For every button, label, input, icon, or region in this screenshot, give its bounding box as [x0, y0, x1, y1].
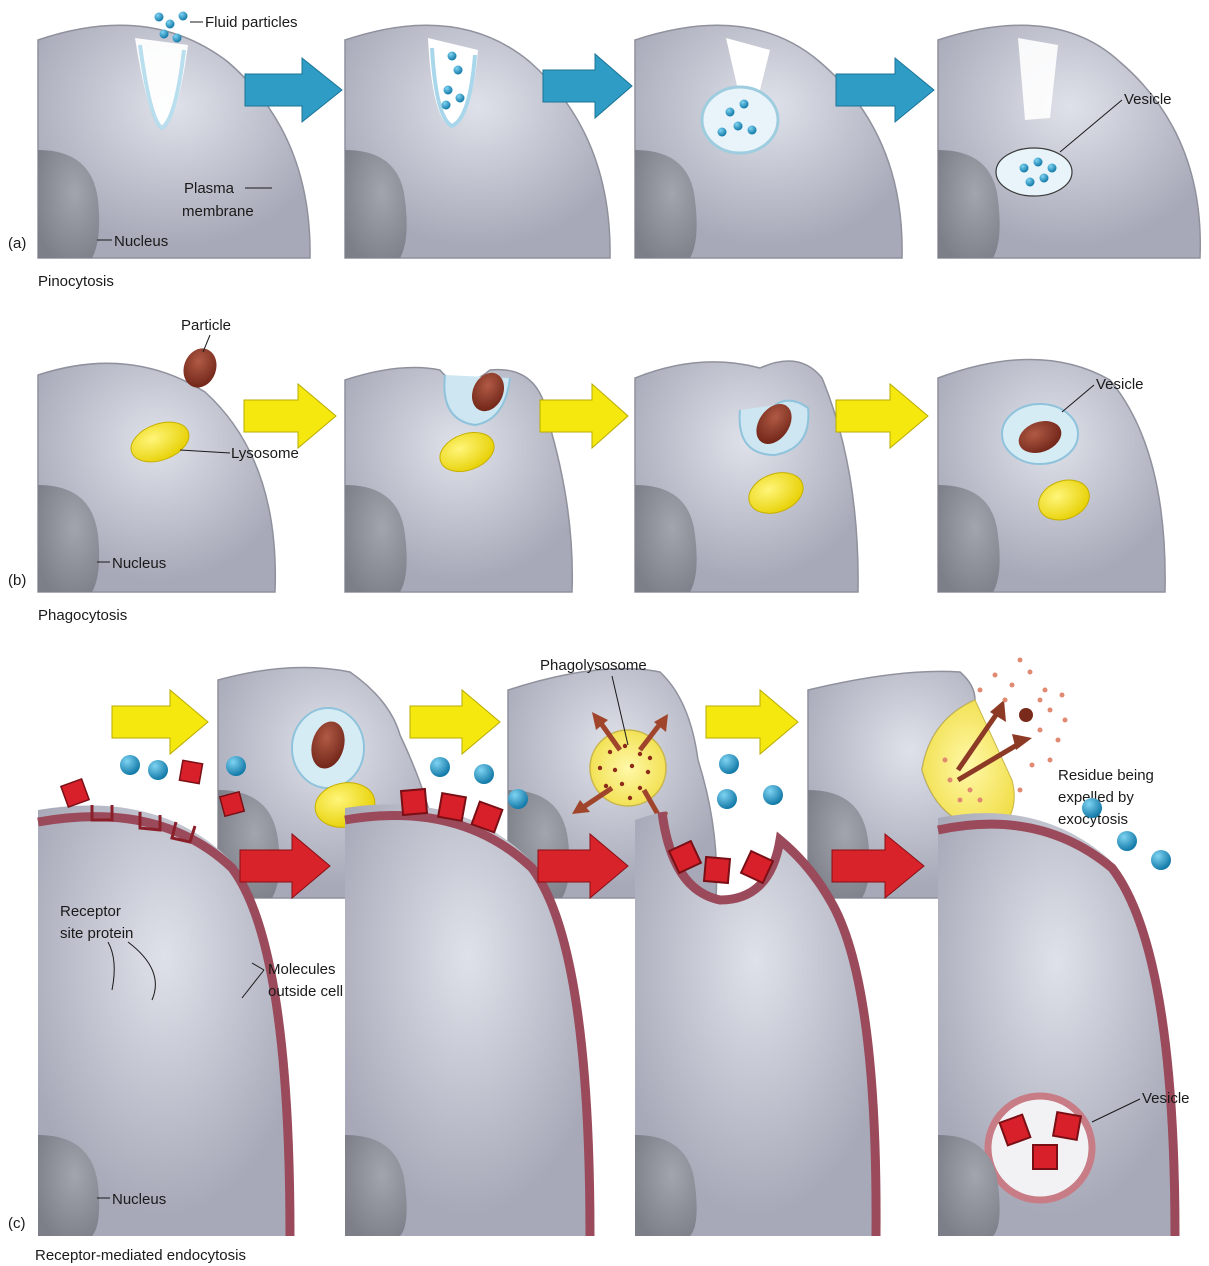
yellow-arrow-4	[112, 690, 208, 754]
label-nucleus-b: Nucleus	[112, 555, 166, 572]
label-vesicle-c: Vesicle	[1142, 1090, 1190, 1107]
label-lysosome: Lysosome	[231, 445, 299, 462]
panel-c-letter: (c)	[8, 1215, 26, 1232]
pino-cell-4	[938, 25, 1200, 258]
label-residue-1: Residue being	[1058, 767, 1154, 784]
label-plasma-2: membrane	[182, 203, 254, 220]
panel-b-letter: (b)	[8, 572, 26, 589]
label-phagolysosome: Phagolysosome	[540, 657, 647, 674]
label-receptor-1: Receptor	[60, 903, 121, 920]
label-nucleus-c: Nucleus	[112, 1191, 166, 1208]
label-vesicle-a: Vesicle	[1124, 91, 1172, 108]
phago-cell-3	[635, 361, 858, 592]
label-nucleus-a: Nucleus	[114, 233, 168, 250]
panel-a-pinocytosis: Fluid particles Plasma membrane Nucleus …	[8, 12, 1200, 291]
rme-cell-4	[938, 798, 1175, 1236]
label-plasma-1: Plasma	[184, 180, 235, 197]
yellow-arrow-5	[410, 690, 500, 754]
panel-c-caption: Receptor-mediated endocytosis	[35, 1247, 246, 1264]
phago-cell-4	[938, 359, 1165, 592]
panel-a-caption: Pinocytosis	[38, 273, 114, 290]
label-particle: Particle	[181, 317, 231, 334]
yellow-arrow-3	[836, 384, 928, 448]
pino-cell-1	[38, 12, 310, 259]
label-molecules-1: Molecules	[268, 961, 336, 978]
panel-b-phagocytosis: Particle Lysosome Nucleus Vesicle (b) Ph…	[8, 317, 1165, 624]
yellow-arrow-1	[244, 384, 336, 448]
label-vesicle-b: Vesicle	[1096, 376, 1144, 393]
yellow-arrow-6	[706, 690, 798, 754]
panel-b-caption: Phagocytosis	[38, 607, 127, 624]
phago-cell-2	[345, 368, 572, 592]
label-receptor-2: site protein	[60, 925, 133, 942]
panel-a-letter: (a)	[8, 235, 26, 252]
pino-cell-3	[635, 25, 902, 258]
label-fluid-particles: Fluid particles	[205, 14, 298, 31]
label-molecules-2: outside cell	[268, 983, 343, 1000]
pino-cell-2	[345, 25, 610, 258]
